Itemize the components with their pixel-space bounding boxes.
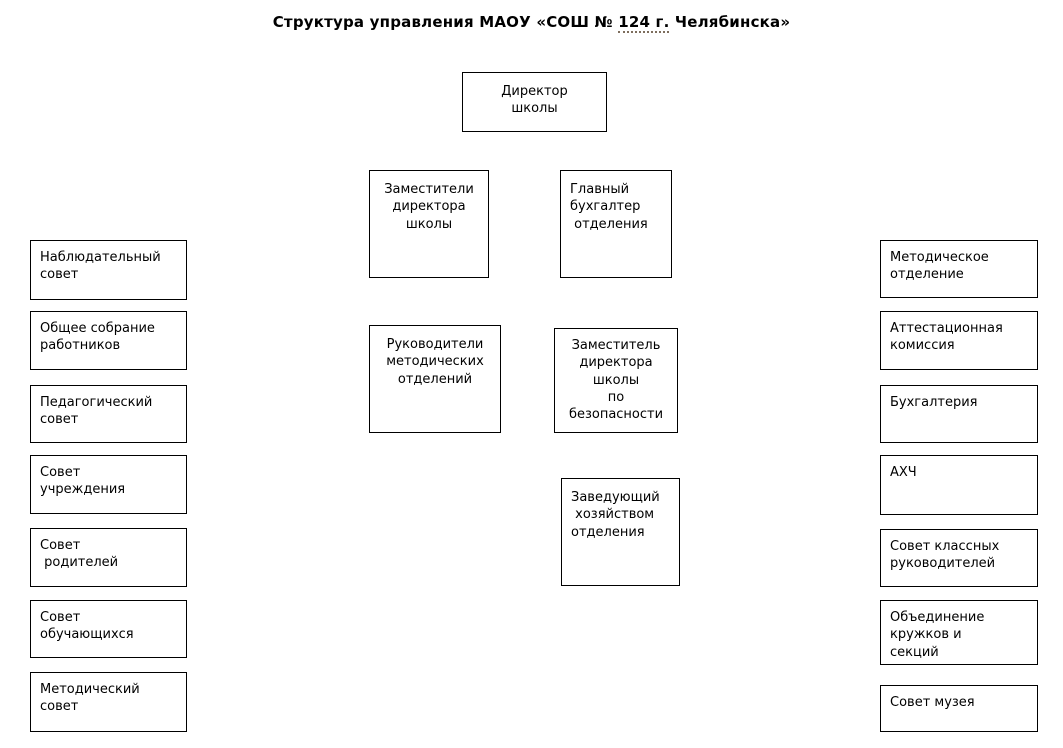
- node-parents-council: Совет родителей: [30, 528, 187, 587]
- node-institution-council: Совет учреждения: [30, 455, 187, 514]
- title-spellcheck-underlined-text: 124 г.: [618, 13, 670, 33]
- node-deputy-director-security: Заместитель директора школы по безопасно…: [554, 328, 678, 433]
- title-text-suffix: Челябинска»: [669, 13, 791, 31]
- node-accounting-department: Бухгалтерия: [880, 385, 1038, 443]
- node-attestation-commission: Аттестационная комиссия: [880, 311, 1038, 370]
- node-methodical-department: Методическое отделение: [880, 240, 1038, 298]
- node-methodical-department-heads: Руководители методических отделений: [369, 325, 501, 433]
- title-text-prefix: Структура управления МАОУ «СОШ №: [272, 13, 619, 31]
- node-class-teachers-council: Совет классных руководителей: [880, 529, 1038, 587]
- node-methodical-council: Методический совет: [30, 672, 187, 732]
- node-students-council: Совет обучающихся: [30, 600, 187, 658]
- node-school-director: Директор школы: [462, 72, 607, 132]
- node-chief-accountant: Главный бухгалтер отделения: [560, 170, 672, 278]
- node-household-manager: Заведующий хозяйством отделения: [561, 478, 680, 586]
- page-title: Структура управления МАОУ «СОШ № 124 г. …: [0, 13, 1063, 33]
- node-museum-council: Совет музея: [880, 685, 1038, 732]
- node-deputy-directors: Заместители директора школы: [369, 170, 489, 278]
- node-pedagogical-council: Педагогический совет: [30, 385, 187, 443]
- node-ahch-department: АХЧ: [880, 455, 1038, 515]
- node-workers-general-assembly: Общее собрание работников: [30, 311, 187, 370]
- node-supervisory-board: Наблюдательный совет: [30, 240, 187, 300]
- node-clubs-sections-association: Объединение кружков и секций: [880, 600, 1038, 665]
